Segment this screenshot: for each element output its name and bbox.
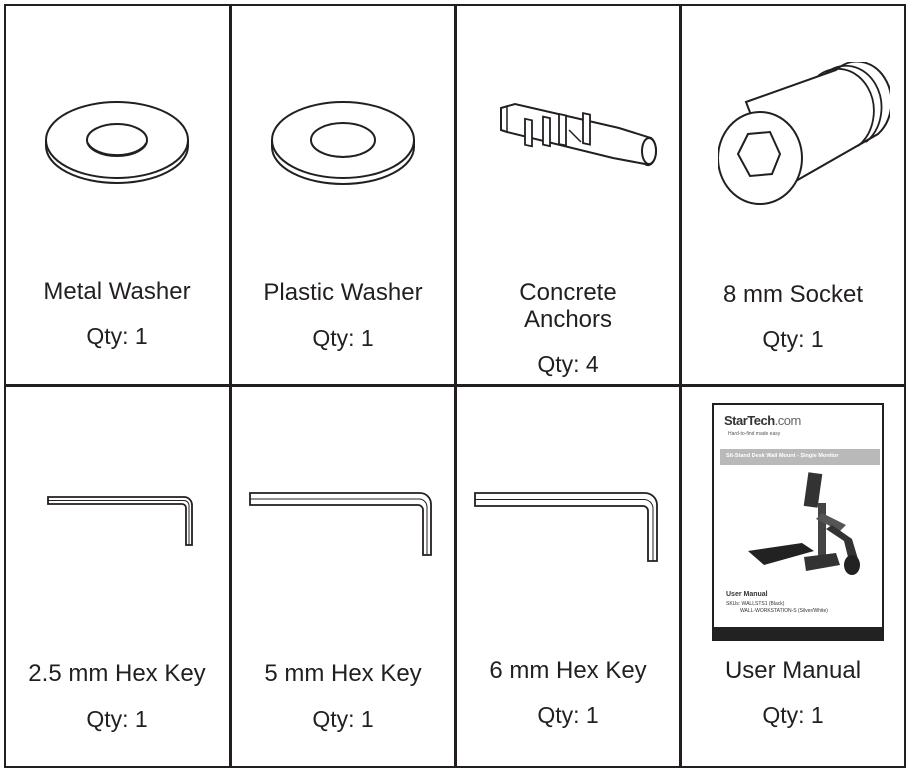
item-qty: Qty: 1: [86, 706, 148, 732]
cell-5mm-hex-key: 5 mm Hex Key Qty: 1: [232, 387, 454, 767]
item-name-line: Concrete: [519, 279, 617, 306]
item-name: User Manual: [724, 657, 862, 684]
item-qty: Qty: 1: [537, 702, 599, 728]
cell-8mm-socket: 8 mm Socket Qty: 1: [682, 6, 904, 386]
item-name-line: Anchors: [523, 306, 613, 333]
monitor-mount-illustration: [748, 472, 860, 575]
item-qty: Qty: 1: [312, 706, 374, 732]
cell-6mm-hex-key: 6 mm Hex Key Qty: 1: [457, 387, 679, 767]
row-divider: [4, 384, 906, 387]
item-qty: Qty: 1: [762, 702, 824, 728]
user-manual-cover: StarTech.com Hard-to-find made easy Sit-…: [712, 403, 884, 641]
item-name: 8 mm Socket: [722, 281, 864, 308]
manual-sku: WALL-WORKSTATION-S (Silver/White): [740, 608, 828, 614]
cell-concrete-anchors: Concrete Anchors Qty: 4: [457, 6, 679, 386]
manual-subtitle: User Manual: [726, 591, 768, 598]
manual-tagline: Hard-to-find made easy: [728, 431, 781, 437]
hex-key-icon: [474, 492, 658, 562]
manual-brand-logo: StarTech.com: [724, 413, 801, 428]
item-qty: Qty: 4: [537, 351, 599, 377]
item-name: 5 mm Hex Key: [264, 660, 422, 687]
manual-title-band: [720, 449, 880, 465]
hex-key-icon: [47, 496, 193, 546]
hex-key-icon: [249, 492, 432, 556]
socket-icon: [718, 62, 890, 205]
cell-2-5mm-hex-key: 2.5 mm Hex Key Qty: 1: [6, 387, 228, 767]
cell-metal-washer: Metal Washer Qty: 1: [6, 6, 228, 386]
item-name: Concrete Anchors: [457, 279, 679, 333]
item-name: 2.5 mm Hex Key: [28, 660, 206, 687]
manual-sku: SKUs: WALLSTS1 (Black): [726, 601, 785, 607]
item-qty: Qty: 1: [312, 325, 374, 351]
manual-footer-band: [714, 627, 882, 639]
metal-washer-icon: [45, 101, 189, 184]
cell-user-manual: StarTech.com Hard-to-find made easy Sit-…: [682, 387, 904, 767]
manual-title: Sit-Stand Desk Wall Mount - Single Monit…: [726, 453, 839, 459]
item-name: Plastic Washer: [263, 279, 423, 306]
plastic-washer-icon: [271, 101, 415, 185]
item-name: 6 mm Hex Key: [489, 657, 647, 684]
item-name: Metal Washer: [43, 278, 191, 305]
concrete-anchor-icon: [500, 102, 657, 167]
item-qty: Qty: 1: [86, 323, 148, 349]
cell-plastic-washer: Plastic Washer Qty: 1: [232, 6, 454, 386]
item-qty: Qty: 1: [762, 326, 824, 352]
